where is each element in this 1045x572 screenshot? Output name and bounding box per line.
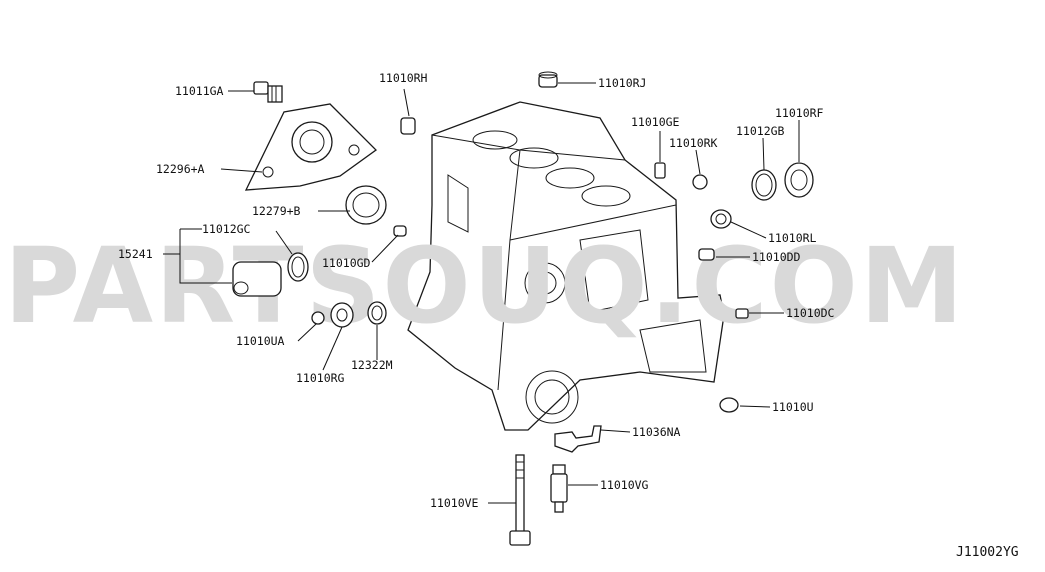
label-11010rh[interactable]: 11010RH	[379, 71, 428, 85]
label-12279b[interactable]: 12279+B	[252, 204, 301, 218]
label-11010rk[interactable]: 11010RK	[669, 136, 718, 150]
label-11010dd[interactable]: 11010DD	[752, 250, 801, 264]
label-11011ga[interactable]: 11011GA	[175, 84, 224, 98]
label-11010rj[interactable]: 11010RJ	[598, 76, 646, 90]
oil-seal-part-12279b[interactable]	[345, 185, 387, 225]
pipe-part-11036na[interactable]	[554, 425, 602, 453]
diagram-code: J11002YG	[956, 545, 1019, 560]
label-11010ge[interactable]: 11010GE	[631, 115, 680, 129]
dowel-part-11010dc[interactable]	[735, 308, 749, 319]
cylinder-block[interactable]	[407, 101, 725, 431]
part-labels: 11011GA 11010RH 11010RJ 11010GE 11010RK …	[118, 71, 1019, 560]
plug-part-11010rg[interactable]	[330, 302, 354, 328]
label-11010rl[interactable]: 11010RL	[768, 231, 817, 245]
label-11012gc[interactable]: 11012GC	[202, 222, 251, 236]
label-11010ve[interactable]: 11010VE	[430, 496, 479, 510]
dowel-part-11010ge[interactable]	[654, 162, 666, 179]
oil-filter-bracket-part-15241[interactable]	[232, 261, 282, 297]
ring-part-12322m[interactable]	[367, 301, 387, 325]
watermark: PARTSOUQ.COM	[4, 225, 965, 347]
rear-oil-seal-retainer-part[interactable]	[244, 103, 377, 191]
plug-part-11010rk[interactable]	[692, 174, 708, 190]
label-15241[interactable]: 15241	[118, 247, 153, 261]
leader-lines	[163, 82, 800, 504]
label-11010ua[interactable]: 11010UA	[236, 334, 285, 348]
plug-part-11010rl[interactable]	[710, 209, 732, 229]
label-11012gb[interactable]: 11012GB	[736, 124, 785, 138]
label-11010rf[interactable]: 11010RF	[775, 106, 824, 120]
label-11036na[interactable]: 11036NA	[632, 425, 681, 439]
plug-part-11010ua[interactable]	[311, 311, 325, 325]
label-11010rg[interactable]: 11010RG	[296, 371, 345, 385]
o-ring-part-11012gb[interactable]	[751, 169, 777, 201]
label-11010dc[interactable]: 11010DC	[786, 306, 835, 320]
label-12322m[interactable]: 12322M	[351, 358, 393, 372]
stud-part-11010vg[interactable]	[550, 464, 568, 513]
dowel-part-11010gd[interactable]	[393, 225, 407, 237]
bolt-part-11010ve[interactable]	[509, 454, 531, 546]
label-11010u[interactable]: 11010U	[772, 400, 814, 414]
label-12296a[interactable]: 12296+A	[156, 162, 205, 176]
o-ring-part-11012gc[interactable]	[287, 252, 309, 282]
plug-part-11010rf[interactable]	[784, 162, 814, 198]
plug-part-11010u[interactable]	[719, 397, 739, 413]
label-11010vg[interactable]: 11010VG	[600, 478, 649, 492]
bolt-part-11011ga[interactable]	[253, 81, 283, 103]
plug-part-11010rh[interactable]	[400, 117, 416, 135]
label-11010gd[interactable]: 11010GD	[322, 256, 371, 270]
cap-part-11010rj[interactable]	[538, 71, 558, 88]
dowel-part-11010dd[interactable]	[698, 248, 715, 261]
